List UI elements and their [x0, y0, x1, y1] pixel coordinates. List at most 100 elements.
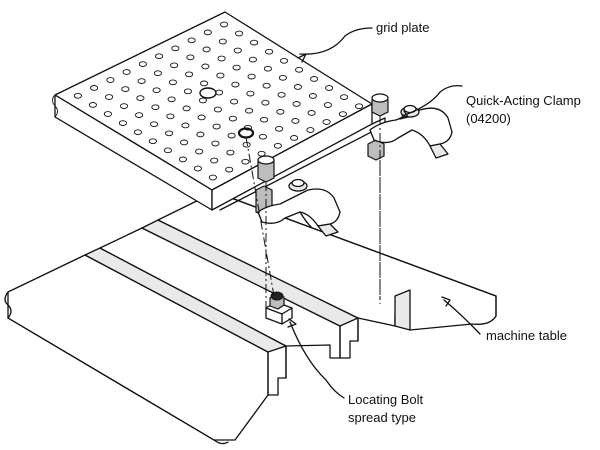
grid-hole	[186, 54, 195, 61]
grid-hole	[276, 108, 285, 115]
grid-hole	[170, 62, 179, 69]
grid-plate	[52, 11, 386, 211]
grid-hole	[235, 30, 244, 37]
grid-hole	[228, 115, 237, 122]
grid-hole	[168, 79, 177, 86]
grid-hole	[275, 125, 284, 132]
grid-hole	[258, 133, 267, 140]
machine-table	[4, 191, 497, 445]
grid-hole	[166, 113, 175, 120]
label-bolt-name: Locating Bolt	[348, 392, 424, 407]
grid-hole	[202, 46, 211, 53]
grid-hole	[180, 139, 189, 146]
grid-hole	[293, 84, 302, 90]
grid-hole	[245, 107, 254, 114]
grid-hole	[197, 114, 206, 121]
grid-hole	[106, 77, 115, 83]
grid-hole	[262, 82, 271, 89]
grid-hole	[120, 103, 129, 109]
grid-hole	[167, 96, 176, 103]
grid-hole	[163, 147, 172, 154]
grid-hole	[308, 93, 317, 99]
grid-hole	[213, 106, 222, 113]
grid-hole	[185, 71, 194, 78]
label-bolt-type: spread type	[348, 410, 416, 425]
grid-plate-holes	[73, 21, 364, 181]
callout-labels: grid plate Quick-Acting Clamp (04200) ma…	[348, 20, 581, 425]
grid-hole	[196, 131, 205, 138]
quick-acting-clamp-front	[255, 155, 341, 237]
center-hole-marker	[199, 87, 217, 99]
grid-hole	[152, 87, 161, 94]
grid-hole	[246, 90, 255, 97]
grid-hole	[250, 39, 259, 46]
grid-hole	[225, 166, 234, 173]
grid-hole	[118, 120, 127, 126]
grid-hole	[212, 123, 221, 130]
grid-hole	[231, 81, 240, 88]
grid-hole	[200, 80, 209, 87]
grid-hole	[261, 99, 270, 106]
grid-hole	[291, 118, 300, 124]
grid-hole	[220, 21, 229, 28]
grid-hole	[260, 116, 269, 123]
grid-hole	[165, 130, 174, 137]
grid-hole	[307, 110, 316, 116]
grid-hole	[153, 70, 162, 77]
grid-hole	[265, 48, 274, 55]
grid-hole	[277, 91, 286, 98]
grid-hole	[233, 47, 242, 54]
grid-hole	[198, 97, 207, 104]
grid-hole	[138, 61, 147, 67]
grid-hole	[280, 57, 289, 64]
grid-hole	[355, 103, 364, 110]
grid-hole	[295, 66, 304, 73]
grid-hole	[218, 38, 227, 45]
grid-hole	[88, 102, 97, 108]
grid-hole	[210, 157, 219, 164]
grid-hole	[248, 56, 257, 63]
grid-hole	[263, 65, 272, 72]
grid-hole	[90, 85, 99, 91]
grid-hole	[136, 95, 145, 101]
alignment-lines	[245, 116, 381, 310]
grid-hole	[325, 85, 334, 91]
grid-hole	[208, 174, 217, 181]
grid-hole	[187, 37, 196, 44]
label-clamp-name: Quick-Acting Clamp	[466, 93, 581, 108]
grid-hole	[122, 69, 131, 75]
quick-acting-clamp-rear	[367, 93, 453, 161]
grid-hole	[155, 53, 164, 60]
grid-hole	[105, 94, 114, 100]
grid-hole	[171, 45, 180, 52]
grid-hole	[257, 150, 266, 157]
grid-hole	[193, 165, 202, 172]
grid-hole	[227, 132, 236, 139]
grid-hole	[290, 135, 299, 141]
grid-hole	[247, 73, 256, 80]
grid-hole	[217, 55, 226, 62]
grid-hole	[148, 138, 157, 145]
grid-hole	[232, 64, 241, 71]
grid-hole	[306, 127, 315, 133]
grid-hole	[151, 104, 160, 111]
grid-hole	[137, 78, 146, 84]
grid-hole	[203, 29, 212, 36]
grid-hole	[241, 158, 250, 165]
locating-bolt	[265, 291, 293, 325]
label-grid-plate: grid plate	[376, 20, 429, 35]
grid-hole	[310, 76, 319, 82]
grid-hole	[322, 119, 331, 125]
grid-hole	[323, 102, 332, 108]
grid-hole	[195, 148, 204, 155]
grid-hole	[340, 94, 349, 100]
grid-hole	[201, 63, 210, 70]
leader-lines	[287, 27, 481, 399]
grid-hole	[181, 122, 190, 129]
grid-hole	[103, 111, 112, 117]
grid-hole	[211, 140, 220, 147]
grid-hole	[73, 92, 82, 99]
grid-hole	[226, 149, 235, 156]
grid-hole	[182, 105, 191, 112]
